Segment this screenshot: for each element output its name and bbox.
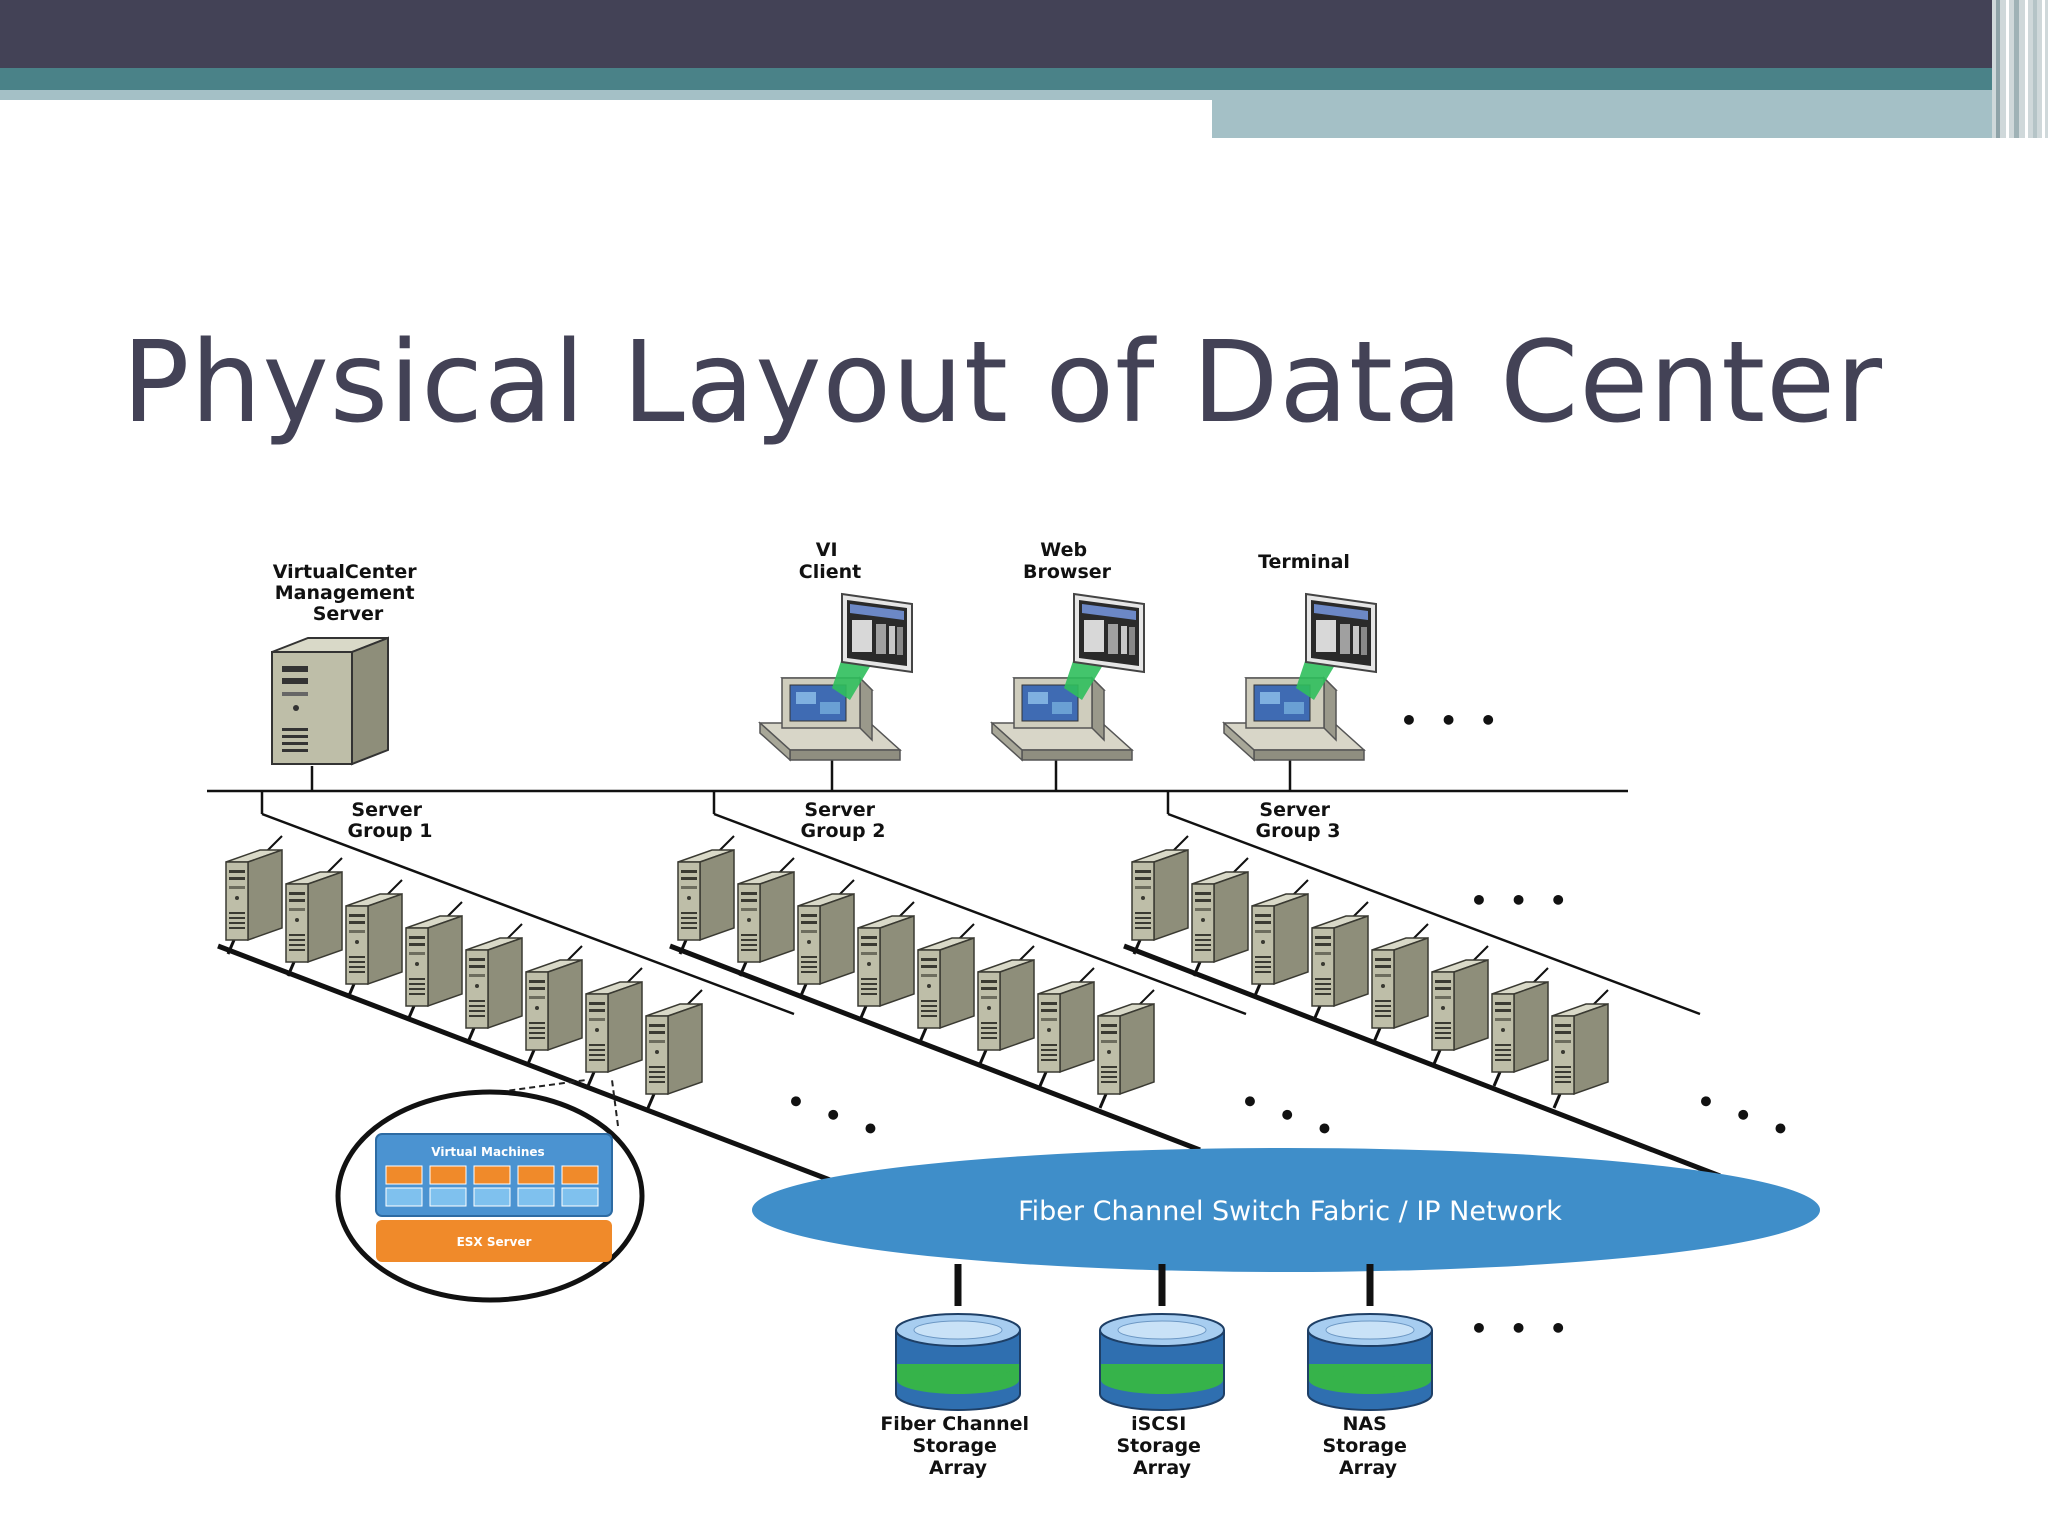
lan-backbone (207, 760, 1701, 1016)
storage-nas-icon (1307, 1313, 1433, 1411)
server-downlink (1492, 1071, 1502, 1087)
server-tower-icon (1551, 1003, 1609, 1095)
storage-iscsi-icon (1099, 1313, 1225, 1411)
group-3-continuation: • • • (1692, 1084, 1800, 1150)
server-tower-icon (585, 981, 643, 1073)
server-group-1-label: Server Group 1 (348, 799, 433, 842)
top-banner-bar (0, 0, 2048, 68)
server-downlink (1432, 1049, 1442, 1065)
client-terminal (1223, 593, 1377, 761)
group-1-continuation: • • • (782, 1084, 890, 1150)
storage-fiber-channel-icon (895, 1313, 1021, 1411)
server-tower-icon (737, 871, 795, 963)
teal-accent-band (0, 68, 2048, 90)
storage-label-fiber: Fiber Channel Storage Array (880, 1413, 1035, 1479)
storage-backbone (217, 943, 1721, 1183)
server-tower-icon (465, 937, 523, 1029)
server-tower-icon (525, 959, 583, 1051)
vm-os-slot (473, 1187, 511, 1207)
client-label-terminal: Terminal (1258, 551, 1350, 573)
server-tower-icon (977, 959, 1035, 1051)
server-tower-icon (405, 915, 463, 1007)
client-vi-client (759, 593, 913, 761)
vm-os-slot (429, 1187, 467, 1207)
server-tower-icon (797, 893, 855, 985)
vm-app-slot (517, 1165, 555, 1185)
vm-os-slot (561, 1187, 599, 1207)
clients-continuation: • • • (1400, 704, 1503, 737)
vm-app-slot (385, 1165, 423, 1185)
server-group-2-label: Server Group 2 (801, 799, 886, 842)
group-3-top-continuation: • • • (1470, 884, 1573, 917)
server-tower-icon (857, 915, 915, 1007)
server-tower-icon (645, 1003, 703, 1095)
management-server-icon (271, 637, 389, 765)
server-tower-icon (1251, 893, 1309, 985)
server-downlink (918, 1027, 928, 1043)
server-downlink (1552, 1093, 1562, 1109)
vm-os-slot (385, 1187, 423, 1207)
vm-app-slot (561, 1165, 599, 1185)
server-tower-icon (1371, 937, 1429, 1029)
server-downlink (978, 1049, 988, 1065)
vm-app-slot (473, 1165, 511, 1185)
esx-server-label: ESX Server (457, 1235, 532, 1249)
server-tower-icon (1491, 981, 1549, 1073)
server-racks (225, 835, 1609, 1109)
server-tower-icon (1037, 981, 1095, 1073)
server-tower-icon (345, 893, 403, 985)
server-tower-icon (1097, 1003, 1155, 1095)
server-tower-icon (1131, 849, 1189, 941)
server-tower-icon (1311, 915, 1369, 1007)
server-group-3-racks (1131, 835, 1609, 1109)
vm-slots (385, 1165, 599, 1207)
server-tower-icon (225, 849, 283, 941)
management-server-label: VirtualCenter Management Server (273, 561, 424, 625)
server-downlink (1098, 1093, 1108, 1109)
server-tower-icon (917, 937, 975, 1029)
server-tower-icon (677, 849, 735, 941)
server-downlink (646, 1093, 656, 1109)
client-label-vi: VI Client (799, 539, 861, 583)
server-tower-icon (285, 871, 343, 963)
vm-app-slot (429, 1165, 467, 1185)
storage-continuation: • • • (1470, 1312, 1573, 1345)
virtual-machines-label: Virtual Machines (431, 1145, 544, 1159)
server-downlink (1372, 1027, 1382, 1043)
server-group-3-label: Server Group 3 (1256, 799, 1341, 842)
light-accent-strip (0, 90, 1212, 100)
server-downlink (586, 1071, 596, 1087)
server-group-2-racks (677, 835, 1155, 1109)
server-downlink (1038, 1071, 1048, 1087)
server-tower-icon (1191, 871, 1249, 963)
esx-detail-callout: Virtual Machines ESX Server (335, 1079, 645, 1303)
storage-links (954, 1264, 1374, 1306)
server-group-1-racks (225, 835, 703, 1109)
client-label-web: Web Browser (1023, 539, 1112, 583)
client-web-browser (991, 593, 1145, 761)
network-label: Fiber Channel Switch Fabric / IP Network (1018, 1196, 1562, 1227)
server-tower-icon (1431, 959, 1489, 1051)
storage-label-iscsi: iSCSI Storage Array (1116, 1413, 1207, 1479)
group-2-continuation: • • • (1236, 1084, 1344, 1150)
server-downlink (526, 1049, 536, 1065)
vm-os-slot (517, 1187, 555, 1207)
edge-decoration (1992, 0, 2048, 138)
light-accent-band (1212, 90, 2048, 138)
storage-label-nas: NAS Storage Array (1322, 1413, 1413, 1479)
slide-title: Physical Layout of Data Center (122, 318, 1884, 448)
network-fabric: Fiber Channel Switch Fabric / IP Network (752, 1148, 1820, 1272)
